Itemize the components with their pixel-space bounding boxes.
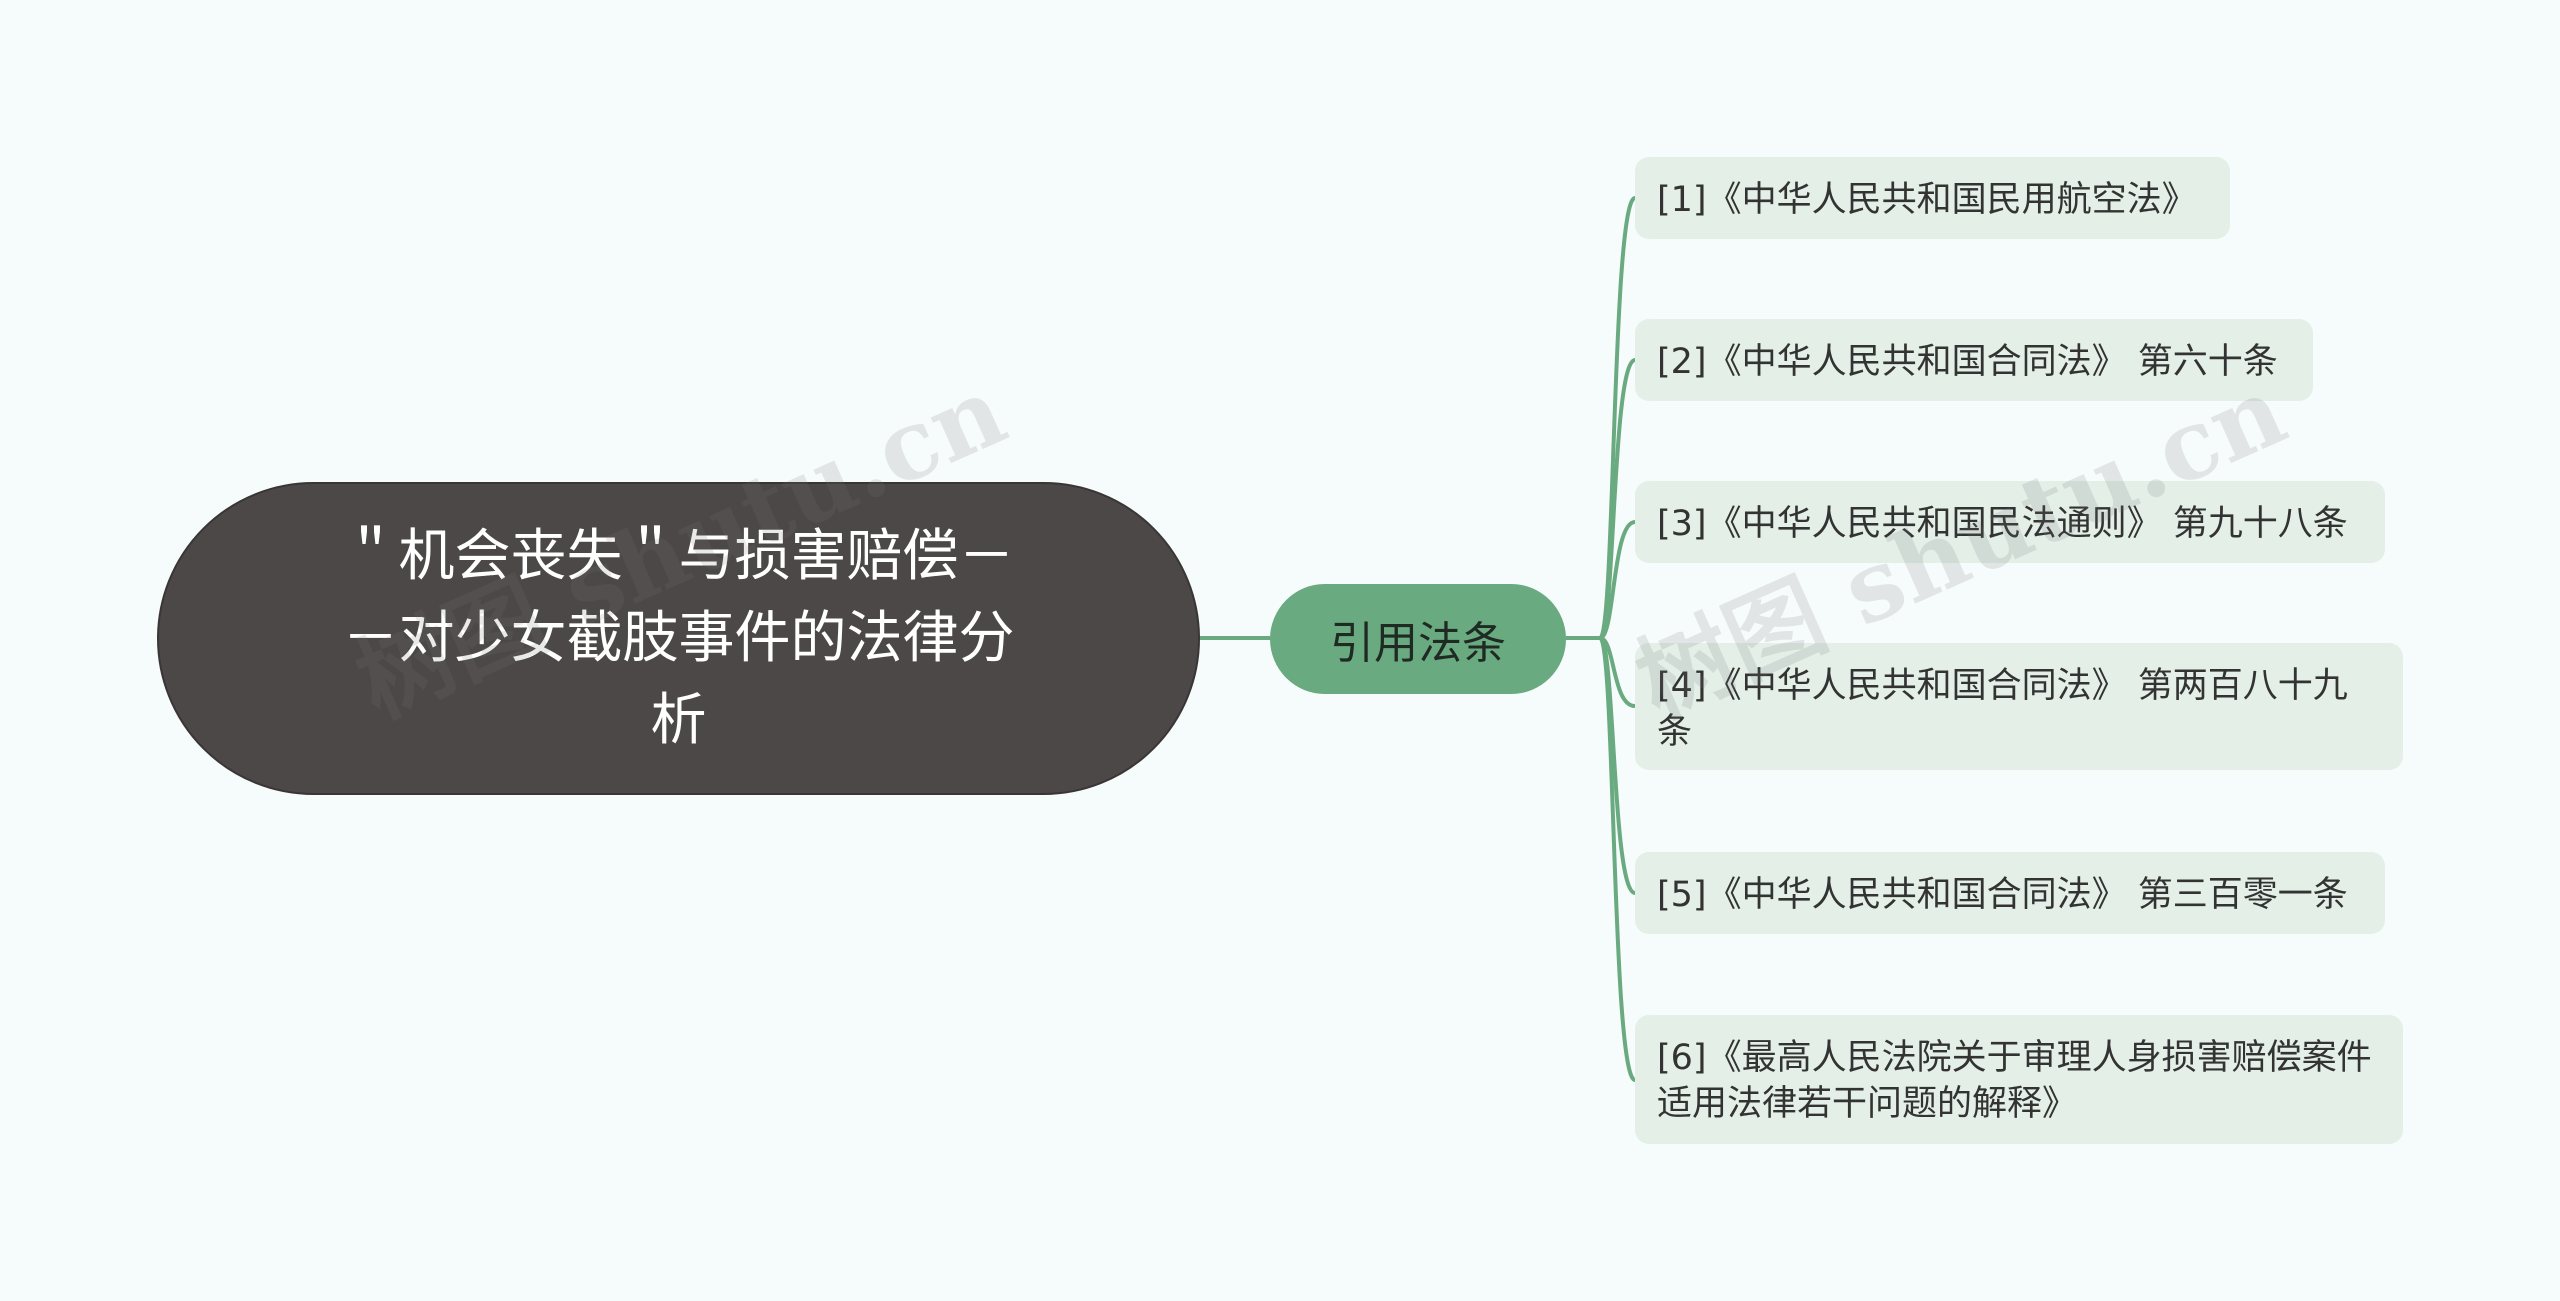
leaf-label: [4]《中华人民共和国合同法》 第两百八十九条 [1657,666,2348,752]
branch-topic-label: 引用法条 [1330,618,1506,669]
leaf-node-3[interactable]: [3]《中华人民共和国民法通则》 第九十八条 [1635,481,2385,563]
leaf-node-4[interactable]: [4]《中华人民共和国合同法》 第两百八十九条 [1635,643,2403,770]
connector-leaf-6 [1598,636,1637,1082]
connector-leaf-2 [1598,358,1637,640]
leaf-node-5[interactable]: [5]《中华人民共和国合同法》 第三百零一条 [1635,852,2385,934]
branch-topic-node[interactable]: 引用法条 [1270,584,1566,694]
leaf-node-2[interactable]: [2]《中华人民共和国合同法》 第六十条 [1635,319,2313,401]
leaf-label: [1]《中华人民共和国民用航空法》 [1657,180,2197,220]
leaf-label: [3]《中华人民共和国民法通则》 第九十八条 [1657,504,2348,544]
leaf-node-6[interactable]: [6]《最高人民法院关于审理人身损害赔偿案件适用法律若干问题的解释》 [1635,1015,2403,1144]
leaf-node-1[interactable]: [1]《中华人民共和国民用航空法》 [1635,157,2230,239]
leaf-label: [2]《中华人民共和国合同法》 第六十条 [1657,342,2278,382]
leaf-label: [5]《中华人民共和国合同法》 第三百零一条 [1657,875,2348,915]
leaf-label: [6]《最高人民法院关于审理人身损害赔偿案件适用法律若干问题的解释》 [1657,1038,2372,1124]
root-topic-label: ＂机会丧失＂与损害赔偿－－对少女截肢事件的法律分析 [342,523,1015,753]
root-topic-node[interactable]: ＂机会丧失＂与损害赔偿－－对少女截肢事件的法律分析 [157,482,1200,795]
connector-leaf-3 [1598,520,1636,640]
